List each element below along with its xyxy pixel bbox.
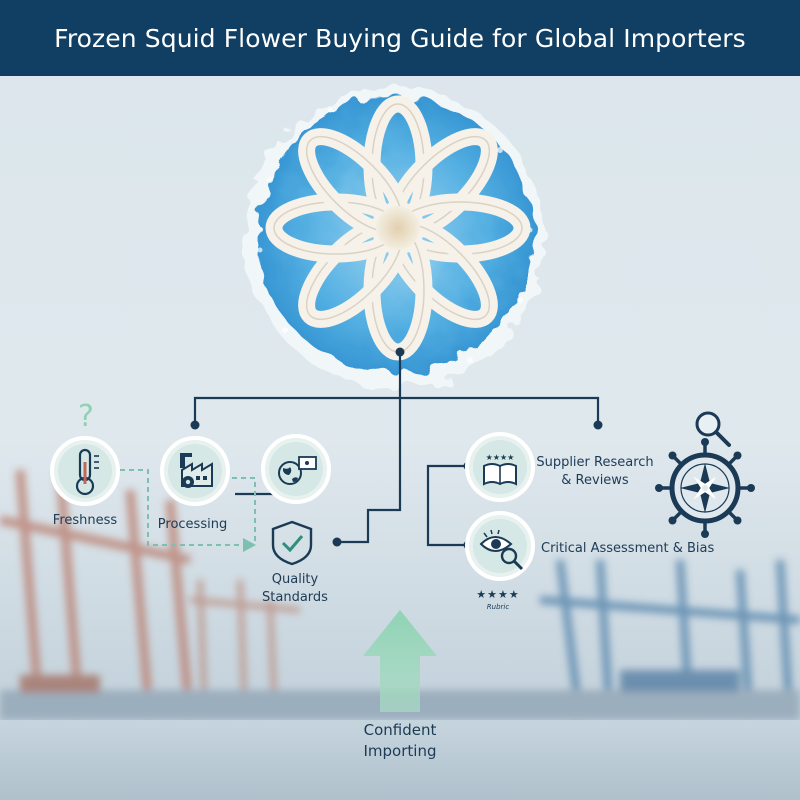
connector-lines: [193, 352, 600, 547]
goal-line2: Importing: [363, 742, 437, 760]
critical-assessment-label: Critical Assessment & Bias: [541, 541, 715, 556]
dashed-flow-line: [120, 469, 256, 546]
page-title: Frozen Squid Flower Buying Guide for Glo…: [54, 23, 746, 53]
supplier-label-line2: & Reviews: [561, 473, 629, 488]
book-stars-icon: ★★★★: [465, 432, 535, 502]
supplier-research-label: Supplier Research & Reviews: [535, 454, 655, 490]
rating-stars: ★★★★: [476, 588, 519, 601]
processing-label: Processing: [157, 517, 228, 532]
squid-flower-icon: [245, 88, 545, 388]
question-mark-icon: ?: [78, 399, 94, 434]
confident-importing-label: Confident Importing: [335, 720, 465, 762]
goal-line1: Confident: [363, 721, 437, 739]
svg-text:★★★★: ★★★★: [486, 453, 515, 462]
supplier-label-line1: Supplier Research: [536, 455, 654, 470]
rating-caption: Rubric: [487, 603, 510, 611]
quality-standards-label: Quality Standards: [250, 571, 340, 607]
quality-label-line2: Standards: [262, 590, 328, 605]
ship-wheel-compass-icon: [655, 438, 755, 538]
upward-arrow-icon: [363, 610, 437, 712]
factory-gears-icon: [160, 436, 230, 506]
freshness-label: Freshness: [52, 513, 118, 528]
shield-check-icon: [271, 520, 313, 566]
quality-label-line1: Quality: [271, 572, 319, 587]
globe-screen-icon: [261, 434, 331, 504]
thermometer-icon: [50, 436, 120, 506]
header-bar: Frozen Squid Flower Buying Guide for Glo…: [0, 0, 800, 76]
eye-magnifier-icon: [465, 511, 535, 581]
magnifier-icon: [695, 411, 731, 447]
